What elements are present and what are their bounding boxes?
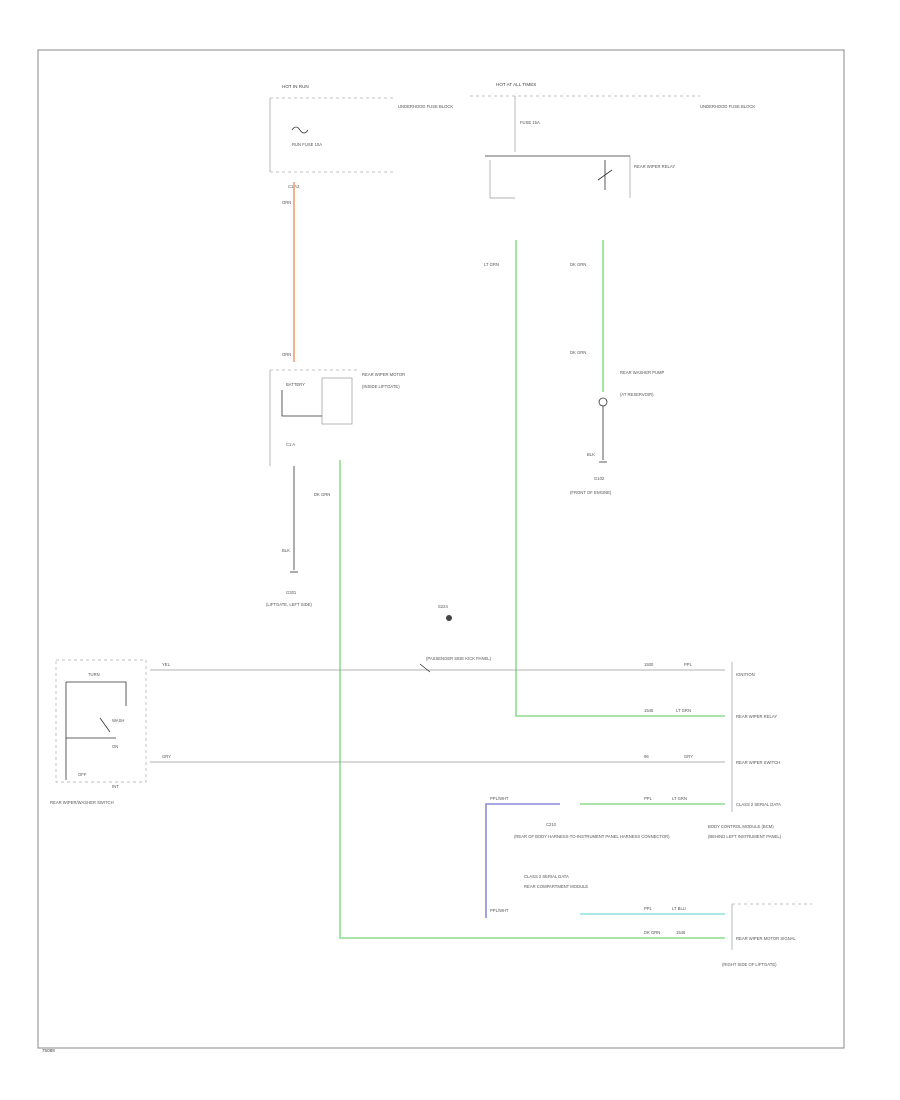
switch-item-int: INT [112, 784, 119, 789]
fuse-left-box: UNDERHOOD FUSE BLOCK [398, 104, 453, 109]
splice-name: S224 [438, 604, 448, 609]
data-label-2: LT GRN [672, 796, 687, 801]
bcm-pin-relay: REAR WIPER RELAY [736, 714, 777, 719]
fuse-block-right: HOT AT ALL TIMES FUSE 15A UNDERHOOD FUSE… [470, 82, 755, 199]
orange-label-top: ORN [282, 200, 291, 205]
wiper-motor-sub: (INSIDE LIFTGATE) [362, 384, 400, 389]
switch-item-on: ON [112, 744, 118, 749]
inline-fuse-symbol [419, 663, 431, 673]
dk-grn-label-top: DK GRN [570, 262, 586, 267]
splice-wire-label-0: PPL/WHT [490, 796, 509, 801]
orange-label-bottom: ORN [282, 352, 291, 357]
switch-item-off: OFF [78, 772, 87, 777]
wiper-motor-terminal: BATTERY [286, 382, 305, 387]
diagram-frame [37, 49, 845, 1049]
fuse-block-left: HOT IN RUN RUN FUSE 10A UNDERHOOD FUSE B… [269, 84, 453, 189]
motor-wire-label: DK GRN [314, 492, 330, 497]
splice-dot [446, 615, 452, 621]
dk-grn-wire-left [339, 460, 725, 939]
data2-label-2: LT BLU [672, 906, 686, 911]
splice-wire-label-1: PPL/WHT [490, 908, 509, 913]
bcm-pin-ignition: IGNITION [736, 672, 755, 677]
ign-label-1: 1930 [644, 662, 654, 667]
switch-wire-label-1: 96 [644, 754, 649, 759]
fuse-left-symbol [291, 126, 309, 134]
relay-wire-label-0: 1545 [644, 708, 654, 713]
relay-wire-label-1: LT GRN [676, 708, 691, 713]
fuse-right-box: UNDERHOOD FUSE BLOCK [700, 104, 755, 109]
data-label-0: PPL [644, 796, 653, 801]
ground-g2-loc: (FRONT OF ENGINE) [570, 490, 612, 495]
body-control-module: IGNITION REAR WIPER RELAY REAR WIPER SWI… [708, 662, 782, 839]
black-label-right: BLK [587, 452, 595, 457]
rcm-sub: REAR COMPARTMENT MODULE [524, 884, 588, 889]
splice-sub: (PASSENGER SIDE KICK PANEL) [426, 656, 492, 661]
switch-header: TURN [88, 672, 100, 677]
bcm-name: BODY CONTROL MODULE (BCM) [708, 824, 774, 829]
data2-label-0: PPL [644, 906, 653, 911]
ign-label-2: PPL [684, 662, 693, 667]
wiper-motor-name: REAR WIPER MOTOR [362, 372, 405, 377]
motor-sig-label-1: 1546 [676, 930, 686, 935]
switch-wire-label-0: GRY [162, 754, 171, 759]
gateway-sub: (RIGHT SIDE OF LIFTGATE) [722, 962, 777, 967]
ground-g1-loc: (LIFTGATE, LEFT SIDE) [266, 602, 313, 607]
rcm-name: CLASS 2 SERIAL DATA [524, 874, 569, 879]
bcm-sub: (BEHIND LEFT INSTRUMENT PANEL) [708, 834, 782, 839]
fuse-left-label: RUN FUSE 10A [292, 142, 322, 147]
ign-label-0: YEL [162, 662, 171, 667]
relay-switch-symbol [597, 160, 613, 190]
black-label-left: BLK [282, 548, 290, 553]
switch-wire-label-2: GRY [684, 754, 693, 759]
fuse-right-label: FUSE 15A [520, 120, 540, 125]
washer-pump-sub: (AT RESERVOIR) [620, 392, 654, 397]
ground-g1-name: G301 [286, 590, 297, 595]
blue-data-wire [485, 803, 560, 918]
gateway-name: REAR WIPER MOTOR SIGNAL [736, 936, 796, 941]
dk-grn-label-bottom: DK GRN [570, 350, 586, 355]
rear-wiper-motor-signal: REAR WIPER MOTOR SIGNAL (RIGHT SIDE OF L… [722, 903, 812, 967]
fuse-right-header: HOT AT ALL TIMES [496, 82, 536, 87]
fuse-left-header: HOT IN RUN [282, 84, 309, 89]
motor-sig-label-0: DK GRN [644, 930, 660, 935]
rear-wiper-washer-switch: TURN WASH ON OFF INT REAR WIPER/WASHER S… [50, 659, 147, 805]
inline-conn-sub: (REAR OF BODY HARNESS-TO-INSTRUMENT PANE… [514, 834, 670, 839]
rear-wiper-motor: BATTERY REAR WIPER MOTOR (INSIDE LIFTGAT… [269, 369, 405, 466]
lt-grn-wire [515, 240, 725, 717]
switch-item-wash: WASH [112, 718, 124, 723]
inline-conn-name: C210 [546, 822, 557, 827]
relay-label: REAR WIPER RELAY [634, 164, 675, 169]
bcm-pin-data: CLASS 2 SERIAL DATA [736, 802, 781, 807]
wiper-motor-pins: C1 A [286, 442, 295, 447]
washer-pump-name: REAR WASHER PUMP [620, 370, 664, 375]
sheet-id: 75088 [42, 1048, 55, 1053]
rear-washer-pump: REAR WASHER PUMP (AT RESERVOIR) BLK G102… [570, 370, 664, 495]
lt-grn-label: LT GRN [484, 262, 499, 267]
switch-name: REAR WIPER/WASHER SWITCH [50, 800, 114, 805]
bcm-pin-switch: REAR WIPER SWITCH [736, 760, 780, 765]
ground-g2-name: G102 [594, 476, 605, 481]
